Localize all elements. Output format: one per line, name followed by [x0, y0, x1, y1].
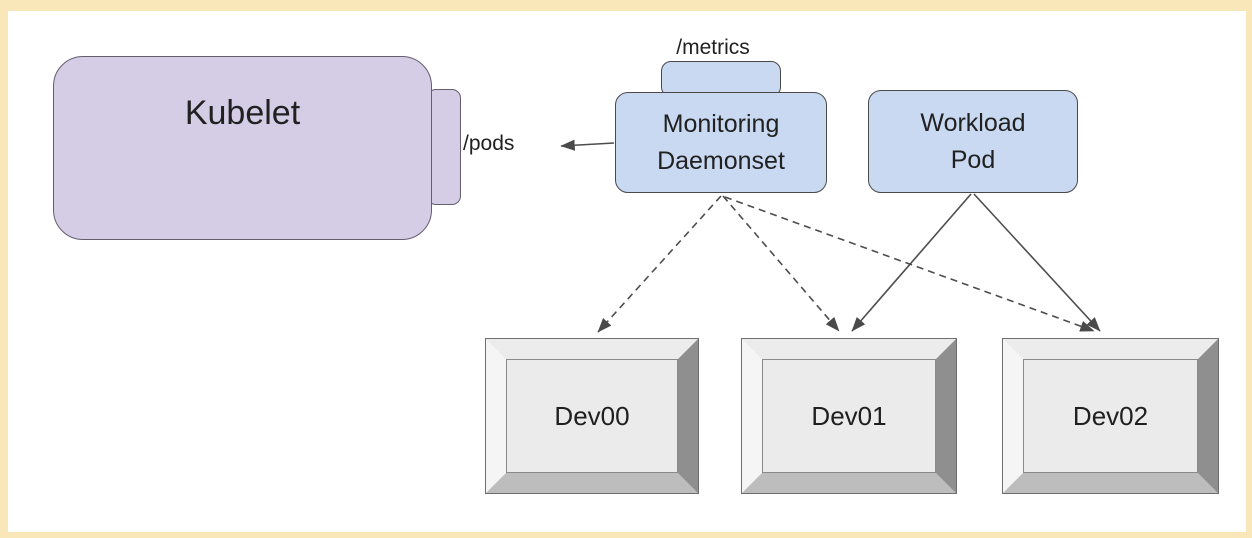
kubelet-label: Kubelet [184, 94, 301, 132]
workload-pod-label-line2: Pod [950, 145, 996, 174]
edge-monitoring-to-kubelet-pods-arrow [560, 139, 615, 151]
device-face: Dev01 [762, 359, 936, 473]
edge-workload-to-dev02-arrow [973, 193, 1101, 332]
monitoring-daemonset-label-line2: Daemonset [657, 146, 785, 175]
device-dev01-node: Dev01 [741, 338, 957, 494]
edge-monitoring-to-dev01-dashed-arrow [722, 195, 840, 332]
metrics-endpoint-label: /metrics [676, 36, 750, 59]
kubelet-node: Kubelet [53, 56, 432, 240]
dev01-label: Dev01 [811, 400, 887, 431]
edge-workload-to-dev01-arrow [851, 193, 972, 332]
edge-monitoring-to-dev00-dashed-arrow [597, 195, 722, 333]
device-bevel [742, 339, 956, 493]
monitoring-daemonset-node: Monitoring Daemonset [615, 92, 827, 193]
workload-pod-node: Workload Pod [868, 90, 1078, 193]
monitoring-metrics-port-tab [661, 61, 781, 97]
pods-endpoint-label: /pods [463, 132, 515, 155]
device-face: Dev02 [1023, 359, 1198, 473]
dev00-label: Dev00 [554, 400, 630, 431]
device-bevel [1003, 339, 1218, 493]
device-face: Dev00 [506, 359, 678, 473]
device-dev00-node: Dev00 [485, 338, 699, 494]
device-bevel [486, 339, 698, 493]
monitoring-daemonset-label-line1: Monitoring [662, 109, 780, 138]
device-dev02-node: Dev02 [1002, 338, 1219, 494]
dev02-label: Dev02 [1072, 400, 1149, 431]
workload-pod-label-line1: Workload [920, 108, 1026, 137]
